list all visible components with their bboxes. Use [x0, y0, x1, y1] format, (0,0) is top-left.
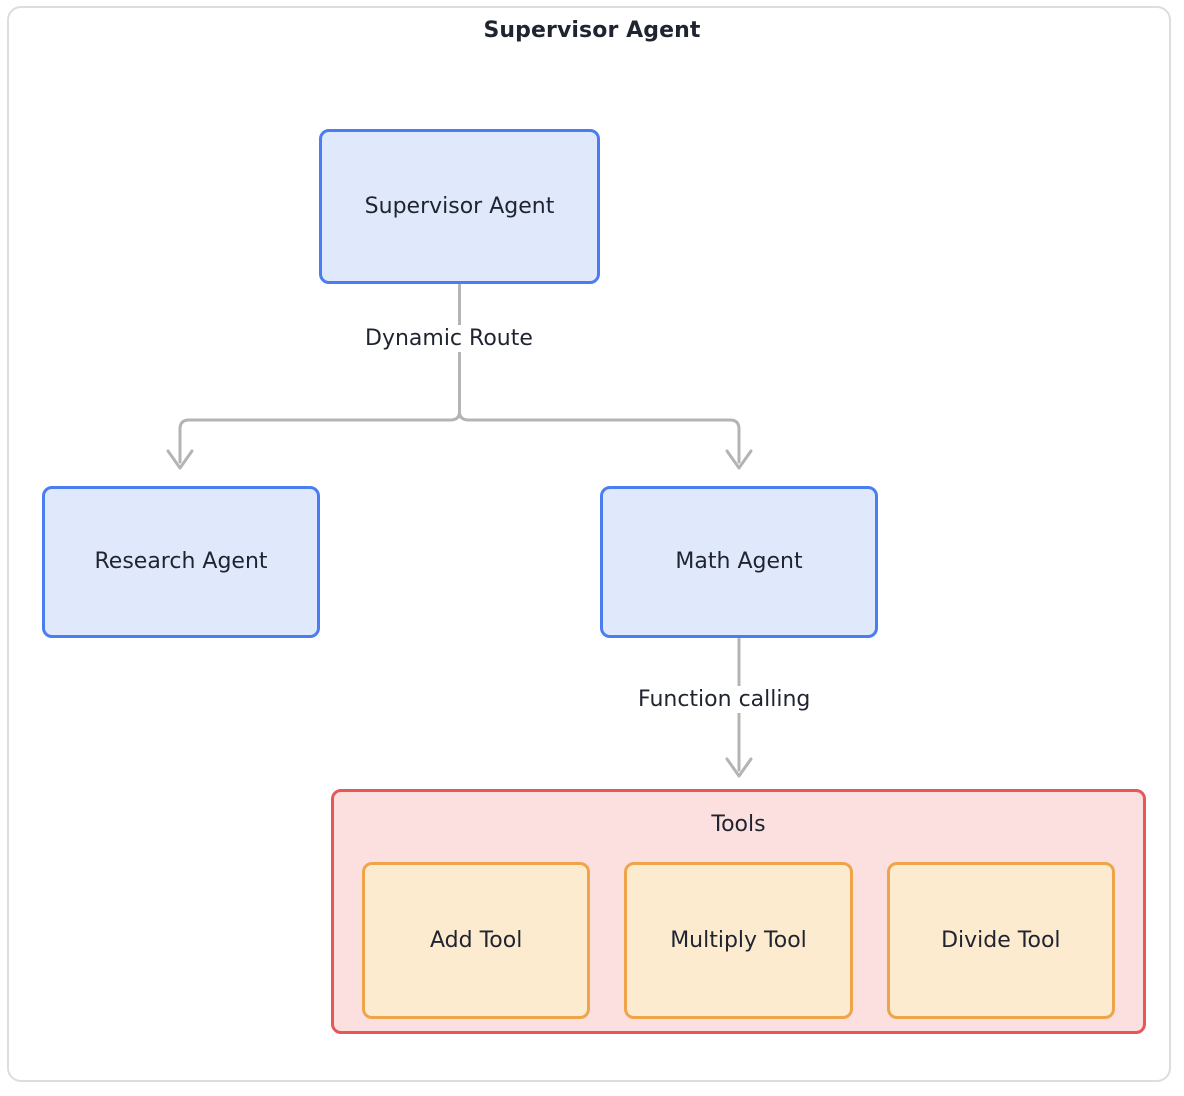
node-label: Research Agent [94, 549, 268, 575]
edge-label-dynamic-route: Dynamic Route [359, 325, 539, 352]
node-label: Supervisor Agent [364, 193, 555, 219]
node-divide-tool[interactable]: Divide Tool [886, 862, 1115, 1019]
edge-label-function-calling: Function calling [632, 686, 817, 713]
node-label: Add Tool [430, 928, 523, 953]
node-math-agent[interactable]: Math Agent [600, 486, 878, 638]
node-add-tool[interactable]: Add Tool [362, 862, 591, 1019]
node-label: Math Agent [675, 549, 803, 575]
node-research-agent[interactable]: Research Agent [42, 486, 320, 638]
diagram-title: Supervisor Agent [483, 18, 701, 43]
node-multiply-tool[interactable]: Multiply Tool [624, 862, 853, 1019]
tools-row: Add Tool Multiply Tool Divide Tool [362, 862, 1115, 1019]
node-supervisor-agent[interactable]: Supervisor Agent [319, 129, 600, 284]
node-label: Divide Tool [941, 928, 1061, 953]
node-label: Multiply Tool [670, 928, 807, 953]
subgraph-title-tools: Tools [711, 812, 766, 837]
subgraph-tools: Tools Add Tool Multiply Tool Divide Tool [331, 789, 1146, 1034]
